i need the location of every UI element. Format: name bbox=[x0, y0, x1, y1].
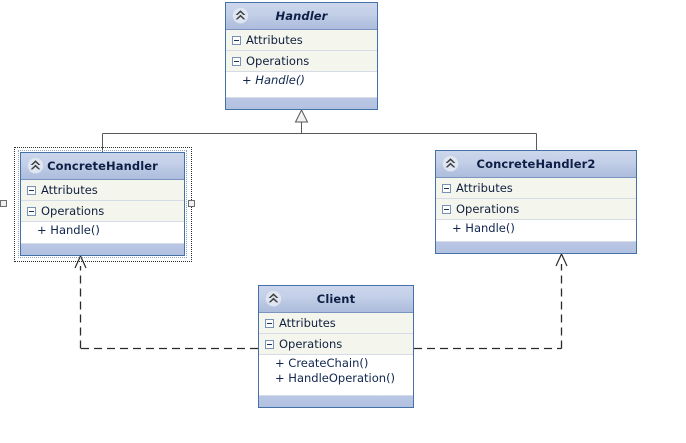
compartment-operations-concretehandler2[interactable]: Operations bbox=[436, 199, 636, 220]
open-arrowhead-icon-right bbox=[555, 252, 568, 267]
member-item[interactable]: + Handle() bbox=[37, 223, 100, 237]
compartment-label-operations: Operations bbox=[246, 54, 310, 68]
uml-class-handler[interactable]: Handler Attributes Operations + Handle() bbox=[225, 2, 378, 110]
compartment-attributes-handler[interactable]: Attributes bbox=[226, 30, 377, 51]
collapse-minus-icon[interactable] bbox=[442, 204, 451, 214]
uml-class-concretehandler[interactable]: ConcreteHandler Attributes Operations + … bbox=[20, 152, 185, 256]
members-list-client: + CreateChain() + HandleOperation() bbox=[259, 355, 413, 396]
class-header-concretehandler: ConcreteHandler bbox=[21, 153, 184, 180]
selection-handle-right-middle[interactable] bbox=[188, 200, 195, 207]
compartment-label-attributes: Attributes bbox=[246, 33, 303, 47]
member-item[interactable]: + CreateChain() bbox=[275, 356, 369, 370]
members-list-concretehandler2: + Handle() bbox=[436, 220, 636, 242]
open-arrowhead-icon-left bbox=[74, 254, 87, 269]
members-list-concretehandler: + Handle() bbox=[21, 222, 184, 244]
collapse-minus-icon[interactable] bbox=[232, 35, 241, 45]
compartment-attributes-concretehandler2[interactable]: Attributes bbox=[436, 178, 636, 199]
class-footer-client bbox=[259, 396, 413, 407]
class-chevron-icon bbox=[27, 157, 44, 174]
class-title-concretehandler2: ConcreteHandler2 bbox=[476, 157, 596, 171]
compartment-label-attributes: Attributes bbox=[41, 183, 98, 197]
compartment-operations-concretehandler[interactable]: Operations bbox=[21, 201, 184, 222]
dependency-client-to-concretehandler bbox=[74, 254, 258, 350]
member-item[interactable]: + Handle() bbox=[242, 73, 305, 87]
compartment-attributes-concretehandler[interactable]: Attributes bbox=[21, 180, 184, 201]
collapse-minus-icon[interactable] bbox=[265, 318, 274, 328]
class-footer-concretehandler2 bbox=[436, 242, 636, 253]
uml-class-concretehandler2[interactable]: ConcreteHandler2 Attributes Operations +… bbox=[435, 150, 637, 254]
collapse-minus-icon[interactable] bbox=[265, 339, 274, 349]
class-header-client: Client bbox=[259, 286, 413, 313]
compartment-operations-client[interactable]: Operations bbox=[259, 334, 413, 355]
compartment-label-attributes: Attributes bbox=[456, 181, 513, 195]
member-item[interactable]: + HandleOperation() bbox=[275, 371, 396, 385]
class-footer-concretehandler bbox=[21, 244, 184, 255]
compartment-label-attributes: Attributes bbox=[279, 316, 336, 330]
class-header-handler: Handler bbox=[226, 3, 377, 30]
class-title-client: Client bbox=[316, 292, 356, 306]
collapse-minus-icon[interactable] bbox=[232, 56, 241, 66]
collapse-minus-icon[interactable] bbox=[27, 185, 36, 195]
compartment-attributes-client[interactable]: Attributes bbox=[259, 313, 413, 334]
compartment-operations-handler[interactable]: Operations bbox=[226, 51, 377, 72]
member-item[interactable]: + Handle() bbox=[452, 221, 515, 235]
compartment-label-operations: Operations bbox=[279, 337, 343, 351]
class-chevron-icon bbox=[442, 155, 459, 172]
class-title-concretehandler: ConcreteHandler bbox=[47, 159, 158, 173]
compartment-label-operations: Operations bbox=[41, 204, 105, 218]
dependency-client-to-concretehandler2 bbox=[414, 252, 568, 350]
generalization-tree bbox=[102, 108, 537, 152]
members-list-handler: + Handle() bbox=[226, 72, 377, 98]
collapse-minus-icon[interactable] bbox=[27, 206, 36, 216]
class-header-concretehandler2: ConcreteHandler2 bbox=[436, 151, 636, 178]
selection-handle-left-middle[interactable] bbox=[0, 200, 7, 207]
class-chevron-icon bbox=[265, 290, 282, 307]
class-title-handler: Handler bbox=[275, 9, 328, 23]
class-footer-handler bbox=[226, 98, 377, 109]
hollow-triangle-arrowhead-icon bbox=[294, 108, 309, 123]
uml-class-client[interactable]: Client Attributes Operations + CreateCha… bbox=[258, 285, 414, 408]
class-chevron-icon bbox=[232, 7, 249, 24]
compartment-label-operations: Operations bbox=[456, 202, 520, 216]
collapse-minus-icon[interactable] bbox=[442, 183, 451, 193]
